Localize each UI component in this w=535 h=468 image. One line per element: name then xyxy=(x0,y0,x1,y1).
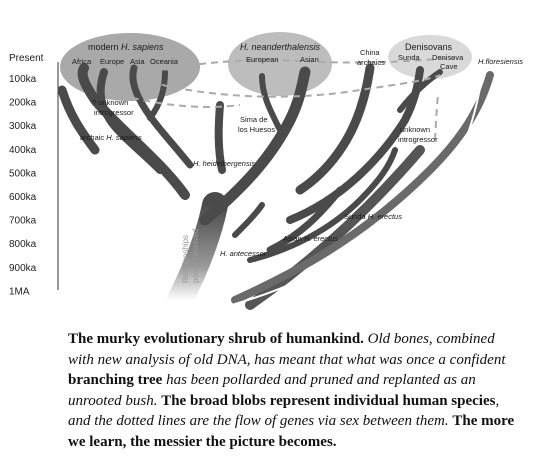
caption-text-3: , and the dotted lines are the flow of g… xyxy=(68,392,500,430)
axis-tick-label: 200ka xyxy=(9,98,37,109)
archaic-sapiens-branch xyxy=(57,85,100,155)
sapiens-member-europe: Europe xyxy=(100,57,124,66)
neanderthal-member-european: European xyxy=(246,55,279,64)
denisova-cave-branch xyxy=(397,69,443,113)
denisovan-blob xyxy=(388,35,472,79)
unknown-introgressor-2-line2: introgressor xyxy=(398,135,438,144)
antecessor-branch xyxy=(232,202,265,238)
caption-text-2: has been pollarded and pruned and replan… xyxy=(68,372,476,409)
figure-caption: The murky evolutionary shrub of humankin… xyxy=(68,329,518,453)
unknown-introgressor-1-line1: ? unknown xyxy=(92,98,128,107)
sapiens-europe-branch xyxy=(96,68,164,174)
neanderthal-title: H. neanderthalensis xyxy=(240,42,321,52)
axis-tick-label: 900ka xyxy=(9,263,37,274)
sima-branch xyxy=(214,101,226,174)
denisovan-member-denisova: Denisova xyxy=(432,53,464,62)
caption-text-1: Old bones, combined with new analysis of… xyxy=(68,331,506,368)
relationships-note: Relationships poorly resolved xyxy=(181,229,200,283)
gene-flow-lines xyxy=(119,57,456,141)
sima-label-line1: Sima de xyxy=(240,115,268,124)
unknown-introgressor-1-line2: introgressor xyxy=(94,108,134,117)
sunda-erectus-branch xyxy=(247,147,398,263)
sapiens-title: modern H. sapiens xyxy=(88,42,164,52)
trunk-right xyxy=(245,145,425,310)
axis-tick-label: 400ka xyxy=(9,145,37,156)
caption-emphasis-2: The broad blobs represent individual hum… xyxy=(161,392,496,409)
axis-title: Present xyxy=(9,53,44,64)
axis-tick-label: 1MA xyxy=(9,286,30,297)
sapiens-member-asia: Asia xyxy=(130,57,145,66)
sima-label-line2: los Huesos xyxy=(238,125,275,134)
relationships-note-line1: Relationships xyxy=(181,235,190,283)
relationships-note-line2: poorly resolved xyxy=(191,229,200,283)
sapiens-asia-branch xyxy=(129,64,194,169)
sapiens-member-africa: Africa xyxy=(72,57,92,66)
branches xyxy=(57,63,494,313)
time-axis: Present 100ka 200ka 300ka 400ka 500ka 600ka 70… xyxy=(9,53,59,297)
asian-erectus-label: Asian H. erectus xyxy=(283,234,338,243)
unknown-introgressor-2-line1: unknown xyxy=(400,125,430,134)
heidelbergensis-label: H. heidelbergensis xyxy=(193,159,255,168)
caption-title: The murky evolutionary shrub of humankin… xyxy=(68,331,364,347)
neanderthal-member-asian: Asian xyxy=(300,55,319,64)
evolution-shrub-diagram: Present 100ka 200ka 300ka 400ka 500ka 600ka 70… xyxy=(9,32,523,313)
denisovan-member-cave: Cave xyxy=(440,62,458,71)
denisovan-member-sunda: Sunda xyxy=(398,53,421,62)
neanderthal-european-branch xyxy=(259,73,283,133)
antecessor-label: H. antecessor xyxy=(220,249,267,258)
axis-tick-label: 100ka xyxy=(9,74,37,85)
floresiensis-label: H.floresiensis xyxy=(478,57,523,66)
axis-ticks: 100ka 200ka 300ka 400ka 500ka 600ka 700ka 800ka… xyxy=(9,74,37,297)
neanderthal-branch xyxy=(199,66,311,226)
sapiens-oceania-branch xyxy=(147,69,168,121)
axis-tick-label: 500ka xyxy=(9,168,37,179)
sapiens-member-oceania: Oceania xyxy=(150,57,179,66)
sunda-erectus-label: Sunda H. erectus xyxy=(344,212,402,221)
asian-erectus-branch xyxy=(266,186,344,254)
china-branch xyxy=(295,63,375,195)
denisovan-title: Denisovans xyxy=(405,42,453,52)
axis-tick-label: 300ka xyxy=(9,121,37,132)
archaic-sapiens-label: archaic H. sapiens xyxy=(80,133,142,142)
china-label-line2: archaics xyxy=(357,58,385,67)
axis-tick-label: 700ka xyxy=(9,216,37,227)
axis-tick-label: 600ka xyxy=(9,192,37,203)
axis-tick-label: 800ka xyxy=(9,239,37,250)
caption-emphasis-3: The more we learn, the messier the pictu… xyxy=(68,413,515,450)
china-label-line1: China xyxy=(360,48,380,57)
caption-emphasis-1: branching tree xyxy=(68,372,163,389)
